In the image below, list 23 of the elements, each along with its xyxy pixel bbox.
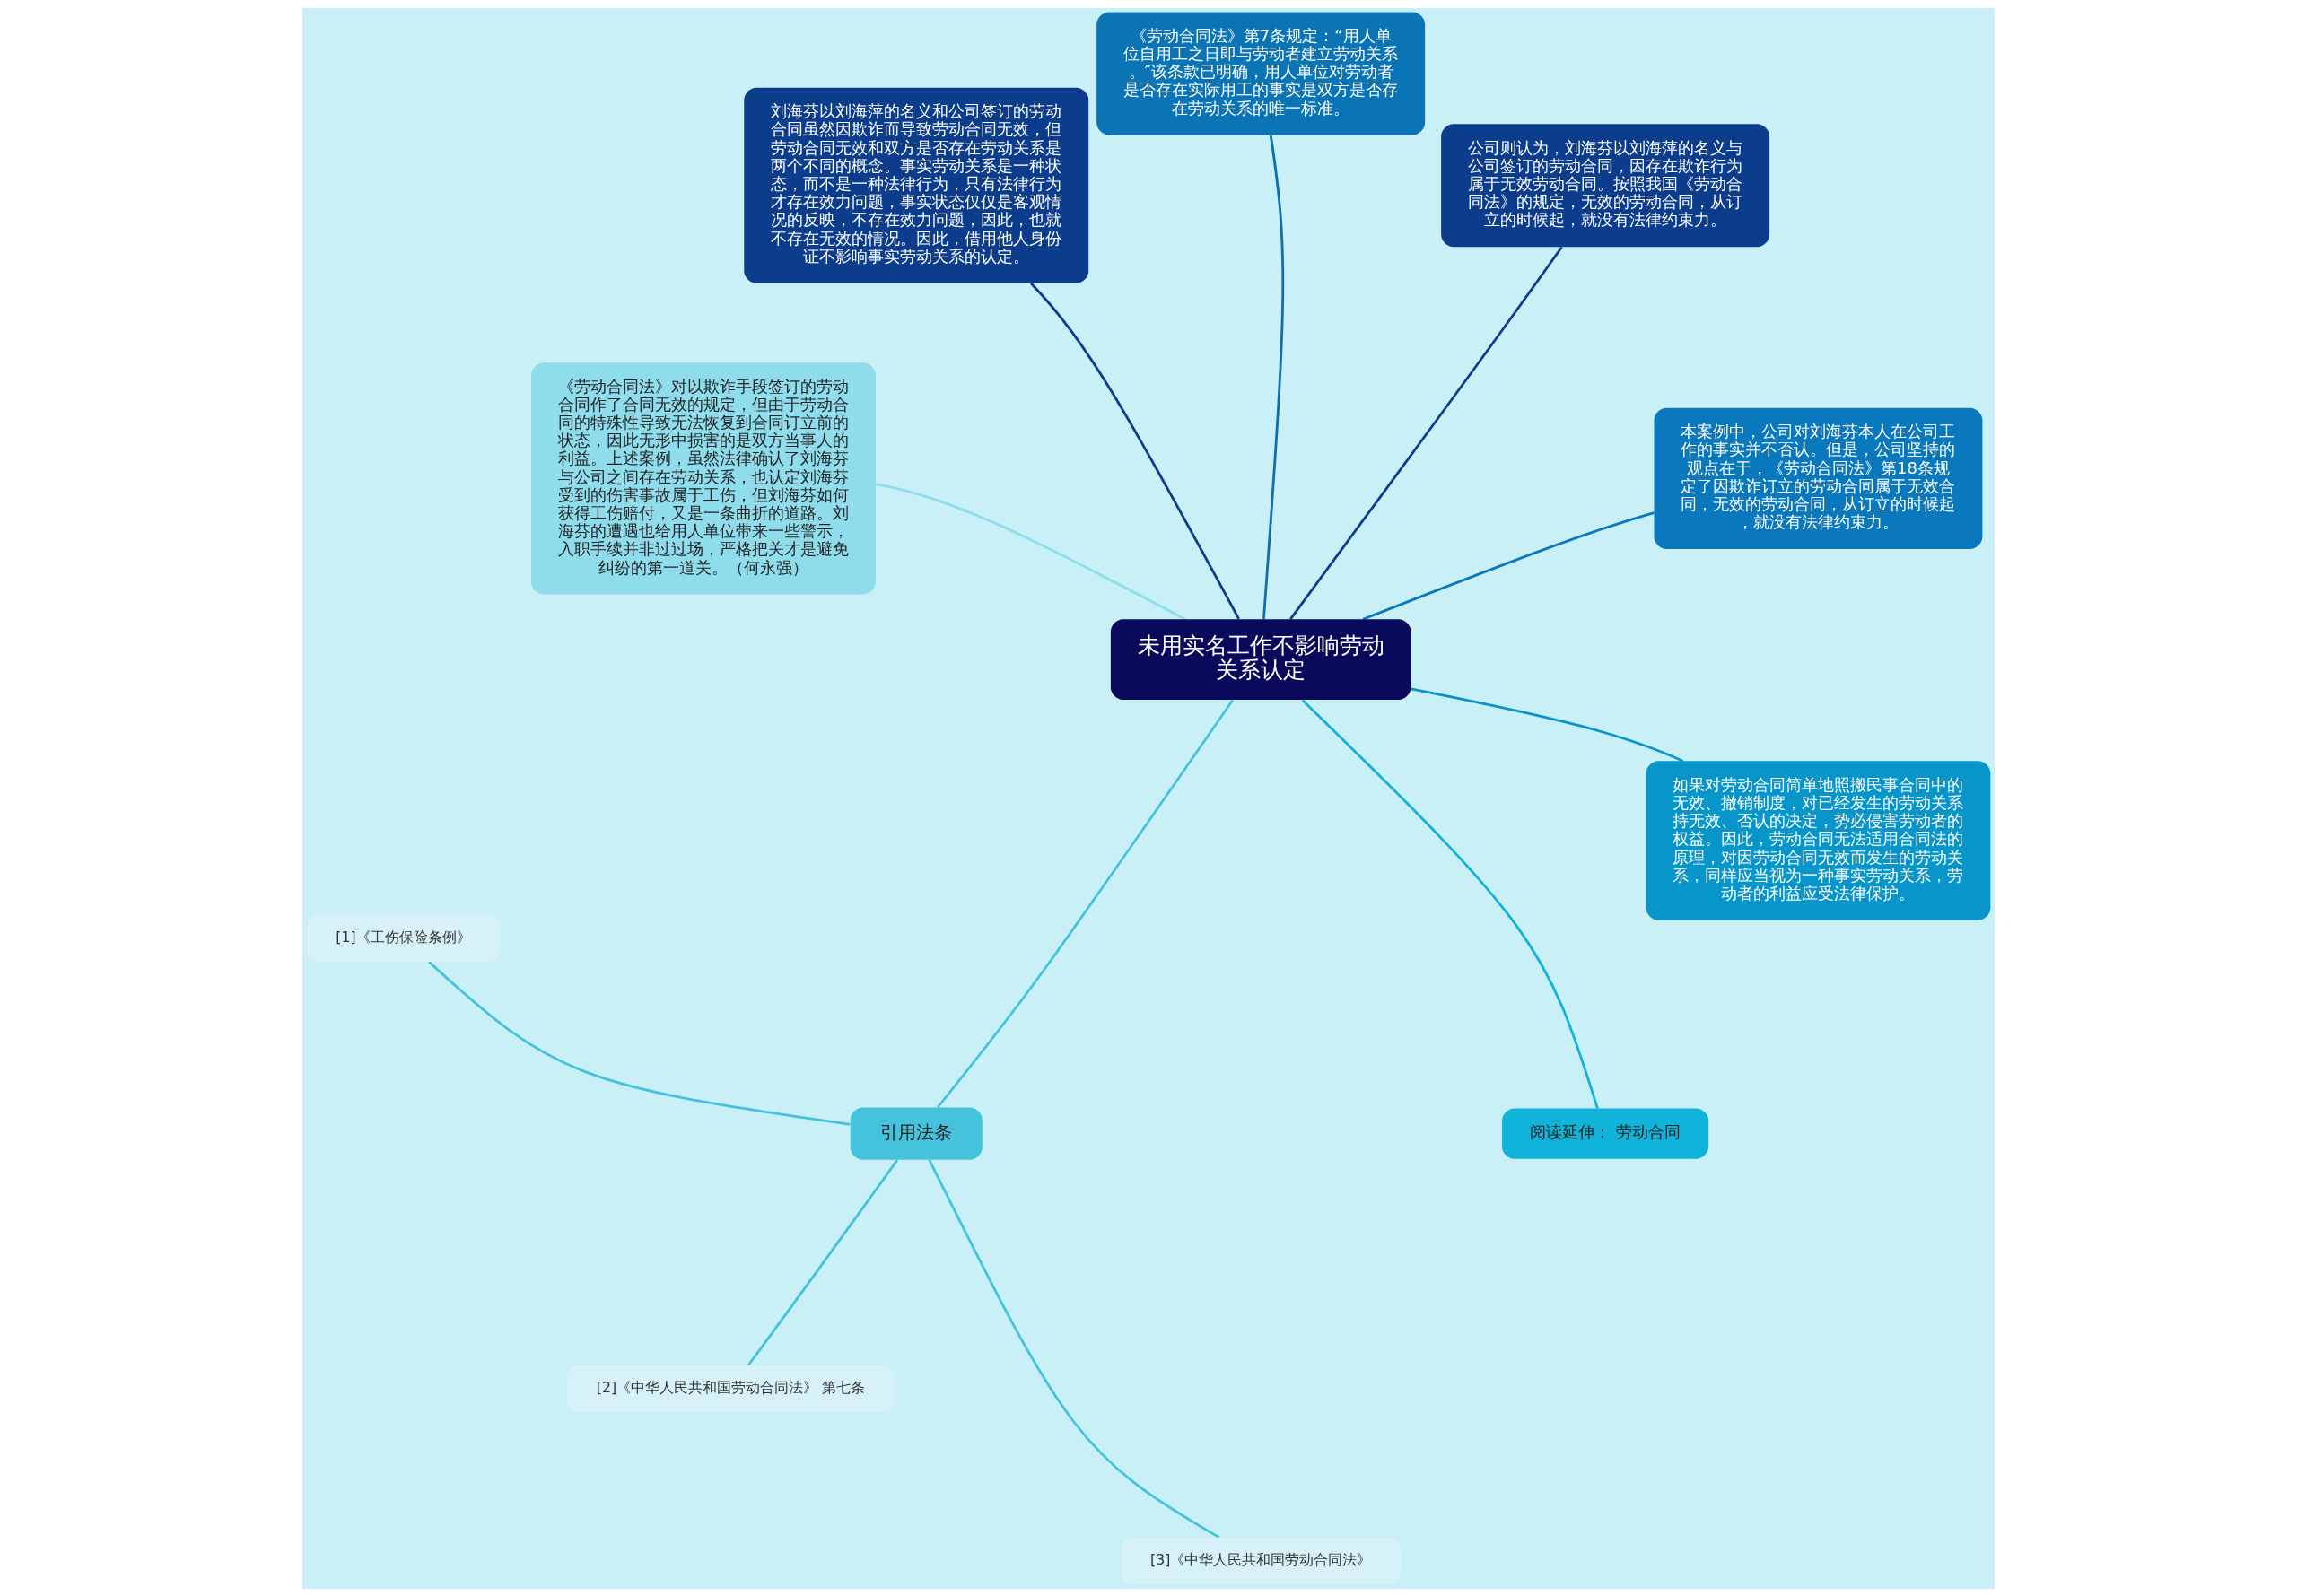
connector xyxy=(1289,246,1563,620)
connector xyxy=(747,1158,899,1365)
connector xyxy=(936,699,1234,1108)
connector xyxy=(875,482,1186,620)
node-box: 未用实名工作不影响劳动关系认定 xyxy=(1110,618,1411,700)
connector xyxy=(928,1158,1220,1539)
node-box: 公司则认为，刘海芬以刘海萍的名义与公司签订的劳动合同，因存在欺诈行为属于无效劳动合同。按照我国《劳动合同法》的规定，无效的劳动合同，从订立的时候起，就没有法律约束力。 xyxy=(1441,123,1770,247)
node-box: 如果对劳动合同简单地照搬民事合同中的无效、撤销制度，对已经发生的劳动关系持无效、否认的决定，势必侵害劳动者的权益。因此，劳动合同无法适用合同法的原理，对因劳动合同无效而发生的劳动关系，同样应当视为一种事实劳动关系，劳动者的利益应受法律保护。 xyxy=(1646,760,1991,920)
connector xyxy=(1262,134,1285,619)
node-box: [2]《中华人民共和国劳动合同法》 第七条 xyxy=(567,1365,895,1413)
node-box: 《劳动合同法》第7条规定：“用人单位自用工之日即与劳动者建立劳动关系。″该条款已明确，用人单位对劳动者是否存在实际用工的事实是双方是否存在劳动关系的唯一标准。 xyxy=(1096,12,1426,135)
node-box: 引用法条 xyxy=(850,1106,983,1160)
connector xyxy=(1362,510,1655,621)
node-box: [3]《中华人民共和国劳动合同法》 xyxy=(1121,1537,1402,1584)
connector xyxy=(428,960,851,1126)
node-box: 《劳动合同法》对以欺诈手段签订的劳动合同作了合同无效的规定，但由于劳动合同的特殊性导致无法恢复到合同订立前的状态，因此无形中损害的是双方当事人的利益。上述案例，虽然法律确认了刘海芬与公司之间存在劳动关系，也认定刘海芬受到的伤害事故属于工伤，但刘海芬如何获得工伤赔付，又是一条曲折的道路。刘海芬的遭遇也给用人单位带来一些警示，入职手续并非过过场，严格把关才是避免纠纷的第一道关。（何永强） xyxy=(530,362,876,594)
connector xyxy=(1301,698,1599,1109)
node-box: 阅读延伸： 劳动合同 xyxy=(1502,1108,1709,1159)
connector xyxy=(1029,282,1240,619)
node-box: 本案例中，公司对刘海芬本人在公司工作的事实并不否认。但是，公司坚持的观点在于，《劳动合同法》第18条规定了因欺诈订立的劳动合同属于无效合同，无效的劳动合同，从订立的时候起，就没有法律约束力。 xyxy=(1654,407,1983,549)
node-box: [1]《工伤保险条例》 xyxy=(306,913,501,962)
connector xyxy=(1411,686,1684,763)
node-box: 刘海芬以刘海萍的名义和公司签订的劳动合同虽然因欺诈而导致劳动合同无效，但劳动合同无效和双方是否存在劳动关系是两个不同的概念。事实劳动关系是一种状态，而不是一种法律行为，只有法律行为才存在效力问题，事实状态仅仅是客观情况的反映，不存在效力问题，因此，也就不存在无效的情况。因此，借用他人身份证不影响事实劳动关系的认定。 xyxy=(744,87,1089,283)
